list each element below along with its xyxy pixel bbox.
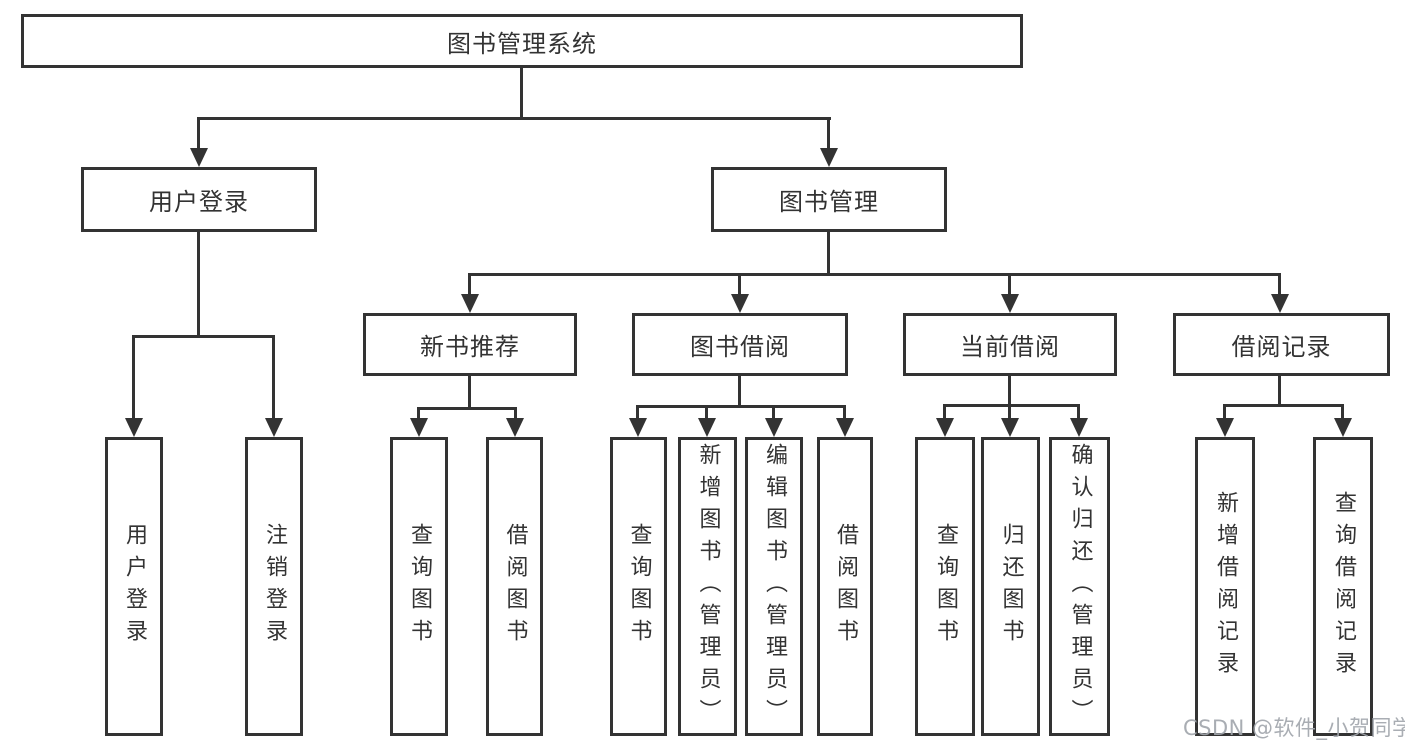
arrow-down-icon — [1070, 418, 1088, 437]
node-root: 图书管理系统 — [21, 14, 1023, 68]
connector-root-drop-right — [827, 117, 830, 150]
arrow-down-icon — [1001, 418, 1019, 437]
node-book-borrowing-label: 图书借阅 — [690, 333, 790, 361]
node-user-login: 用户登录 — [81, 167, 317, 232]
leaf-confirm-return-admin: 确认归还（管理员） — [1049, 437, 1110, 736]
connector-new-book-stem — [468, 376, 471, 407]
connector-borrow-records-drop-2 — [1341, 404, 1344, 421]
connector-book-borrow-bracket — [638, 405, 845, 408]
connector-book-mgmt-drop-1 — [468, 273, 471, 298]
arrow-down-icon — [1216, 418, 1234, 437]
connector-book-borrow-drop-3 — [772, 405, 775, 421]
connector-user-login-stem — [197, 232, 200, 335]
arrow-down-icon — [1271, 294, 1289, 313]
connector-book-mgmt-drop-2 — [738, 273, 741, 298]
arrow-down-icon — [1334, 418, 1352, 437]
connector-book-borrow-stem — [738, 376, 741, 405]
connector-root-stem — [520, 68, 523, 117]
connector-book-mgmt-stem — [827, 232, 830, 273]
leaf-borrowing-query-books-label: 查询图书 — [626, 522, 652, 651]
leaf-user-login: 用户登录 — [105, 437, 163, 736]
leaf-edit-books-admin: 编辑图书（管理员） — [745, 437, 803, 736]
node-book-management: 图书管理 — [711, 167, 947, 232]
node-book-borrowing: 图书借阅 — [632, 313, 848, 376]
leaf-return-books: 归还图书 — [981, 437, 1040, 736]
connector-borrow-records-stem — [1278, 376, 1281, 404]
connector-borrow-records-drop-1 — [1223, 404, 1226, 421]
leaf-borrowing-borrow-books-label: 借阅图书 — [833, 522, 858, 651]
connector-new-book-drop-1 — [417, 407, 420, 421]
arrow-down-icon — [1001, 294, 1019, 313]
connector-user-login-bracket — [134, 335, 274, 338]
csdn-watermark: CSDN @软件_小贺同学 — [1183, 716, 1405, 740]
leaf-add-borrow-record: 新增借阅记录 — [1195, 437, 1255, 736]
node-book-management-label: 图书管理 — [779, 188, 879, 216]
connector-new-book-bracket — [419, 407, 516, 410]
connector-root-bracket — [198, 117, 831, 120]
leaf-return-books-label: 归还图书 — [998, 522, 1024, 651]
node-borrowing-records: 借阅记录 — [1173, 313, 1390, 376]
node-current-borrowing: 当前借阅 — [903, 313, 1117, 376]
node-current-borrowing-label: 当前借阅 — [960, 333, 1060, 361]
node-borrowing-records-label: 借阅记录 — [1231, 333, 1332, 361]
leaf-recommend-query-books: 查询图书 — [390, 437, 448, 736]
arrow-down-icon — [461, 294, 479, 313]
leaf-logout-label: 注销登录 — [262, 522, 287, 651]
connector-current-borrow-stem — [1008, 376, 1011, 404]
arrow-down-icon — [820, 148, 838, 167]
leaf-add-books-admin-label: 新增图书（管理员） — [695, 442, 721, 731]
arrow-down-icon — [936, 418, 954, 437]
connector-book-mgmt-bracket — [469, 273, 1281, 276]
leaf-borrowing-query-books: 查询图书 — [610, 437, 667, 736]
connector-borrow-records-bracket — [1225, 404, 1343, 407]
arrow-down-icon — [190, 148, 208, 167]
connector-book-borrow-drop-4 — [843, 405, 846, 421]
connector-current-borrow-bracket — [945, 404, 1079, 407]
leaf-confirm-return-admin-label: 确认归还（管理员） — [1067, 442, 1093, 731]
leaf-borrowing-borrow-books: 借阅图书 — [817, 437, 873, 736]
node-root-label: 图书管理系统 — [447, 29, 597, 58]
arrow-down-icon — [506, 418, 524, 437]
leaf-recommend-borrow-books: 借阅图书 — [486, 437, 543, 736]
leaf-logout: 注销登录 — [245, 437, 303, 736]
leaf-query-borrow-record: 查询借阅记录 — [1313, 437, 1373, 736]
connector-current-borrow-drop-1 — [943, 404, 946, 421]
leaf-current-query-books: 查询图书 — [915, 437, 975, 736]
leaf-add-borrow-record-label: 新增借阅记录 — [1213, 490, 1238, 683]
connector-user-login-drop-2 — [272, 335, 275, 420]
connector-book-mgmt-drop-3 — [1008, 273, 1011, 298]
leaf-query-borrow-record-label: 查询借阅记录 — [1331, 490, 1356, 683]
leaf-current-query-books-label: 查询图书 — [933, 522, 958, 651]
node-new-book-recommend: 新书推荐 — [363, 313, 577, 376]
arrow-down-icon — [731, 294, 749, 313]
arrow-down-icon — [836, 418, 854, 437]
connector-book-mgmt-drop-4 — [1278, 273, 1281, 298]
leaf-edit-books-admin-label: 编辑图书（管理员） — [762, 442, 787, 731]
arrow-down-icon — [125, 418, 143, 437]
node-new-book-recommend-label: 新书推荐 — [420, 333, 520, 361]
connector-user-login-drop-1 — [132, 335, 135, 420]
connector-new-book-drop-2 — [514, 407, 517, 421]
leaf-user-login-label: 用户登录 — [122, 522, 147, 651]
arrow-down-icon — [265, 418, 283, 437]
connector-current-borrow-drop-2 — [1008, 404, 1011, 421]
connector-current-borrow-drop-3 — [1077, 404, 1080, 421]
leaf-recommend-query-books-label: 查询图书 — [407, 522, 432, 651]
connector-root-drop-left — [197, 117, 200, 150]
leaf-recommend-borrow-books-label: 借阅图书 — [502, 522, 528, 651]
connector-book-borrow-drop-1 — [636, 405, 639, 421]
arrow-down-icon — [765, 418, 783, 437]
leaf-add-books-admin: 新增图书（管理员） — [678, 437, 737, 736]
connector-book-borrow-drop-2 — [705, 405, 708, 421]
arrow-down-icon — [410, 418, 428, 437]
arrow-down-icon — [629, 418, 647, 437]
arrow-down-icon — [698, 418, 716, 437]
node-user-login-label: 用户登录 — [149, 188, 249, 216]
